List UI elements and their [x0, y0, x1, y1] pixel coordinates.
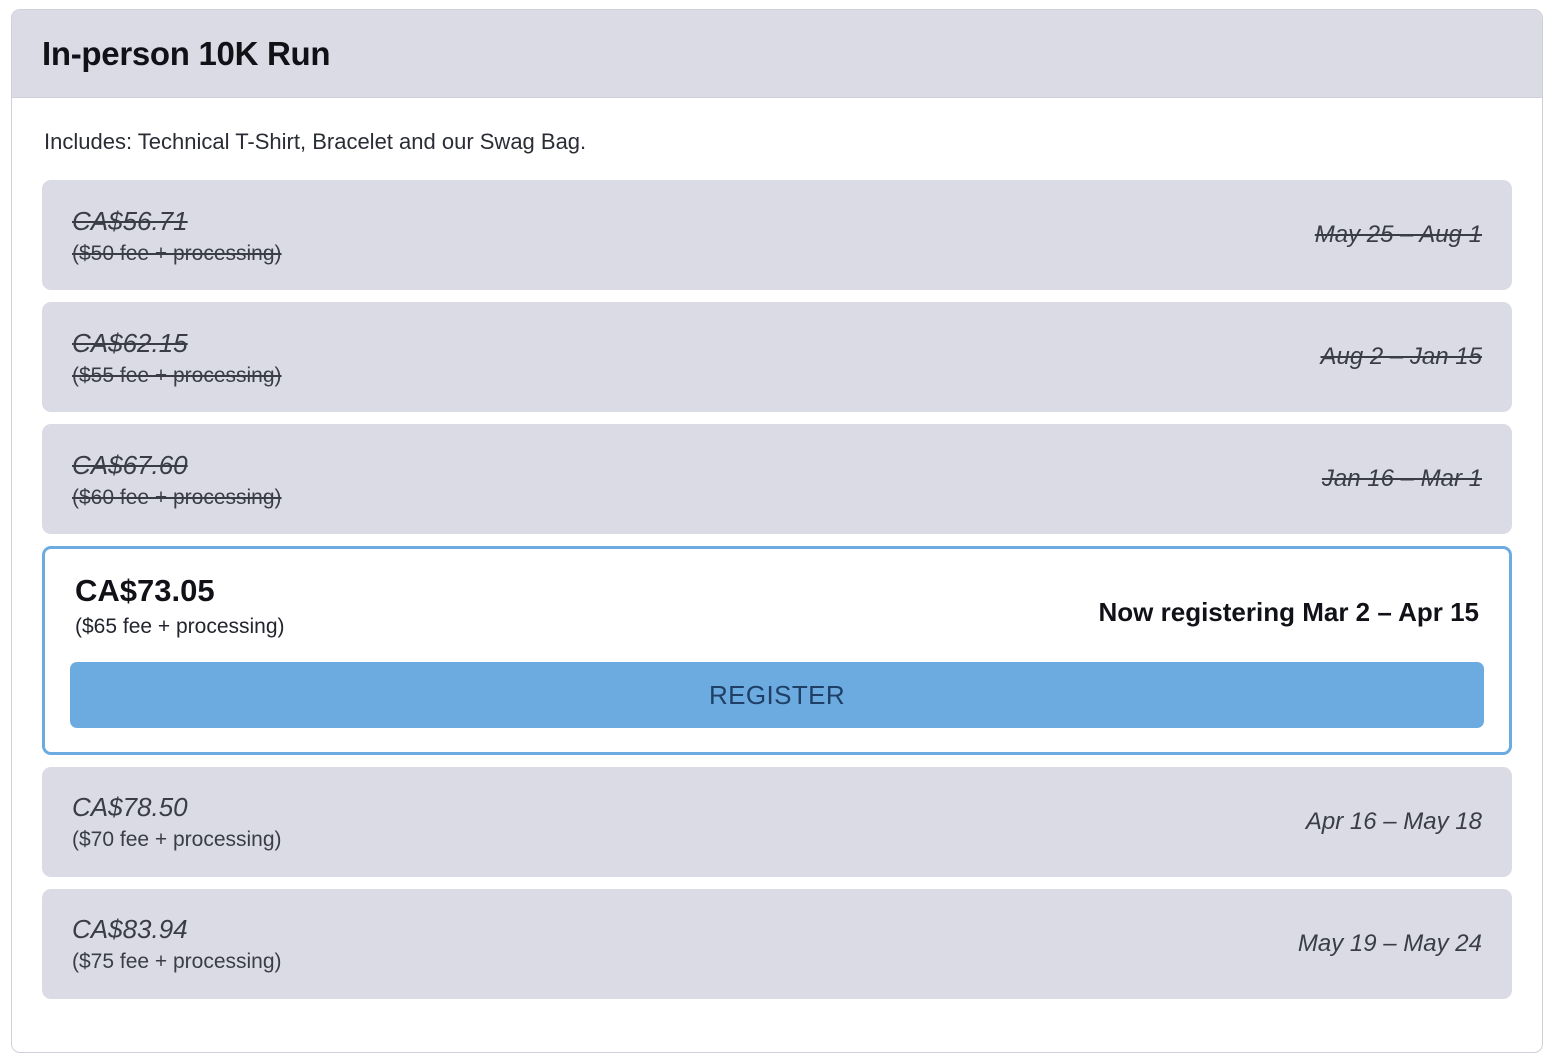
tier-pricing-group: CA$73.05 ($65 fee + processing) — [75, 571, 285, 641]
tier-date-group: May 25 – Aug 1 — [1315, 221, 1482, 249]
tier-date-group: Now registering Mar 2 – Apr 15 — [1099, 571, 1479, 628]
tier-date-group: Apr 16 – May 18 — [1306, 808, 1482, 836]
tier-date-group: Jan 16 – Mar 1 — [1322, 465, 1482, 493]
tier-price: CA$83.94 — [72, 914, 188, 945]
tier-date-range-current: Now registering Mar 2 – Apr 15 — [1098, 597, 1479, 628]
tier-date-range: May 19 – May 24 — [1297, 930, 1482, 958]
tier-date-range: Aug 2 – Jan 15 — [1320, 343, 1482, 371]
tier-price: CA$67.60 — [72, 449, 188, 480]
tier-date-group: May 19 – May 24 — [1298, 930, 1482, 958]
tier-price: CA$78.50 — [72, 792, 188, 823]
price-tier-row: CA$62.15 ($55 fee + processing) Aug 2 – … — [42, 302, 1512, 413]
page-title: In-person 10K Run — [42, 35, 331, 72]
tier-date-range: Apr 16 – May 18 — [1305, 808, 1482, 836]
tier-date-range: Jan 16 – Mar 1 — [1321, 465, 1482, 493]
tier-fee-note: ($60 fee + processing) — [72, 485, 282, 509]
tier-pricing-group: CA$56.71 ($50 fee + processing) — [72, 203, 282, 268]
card-header: In-person 10K Run — [12, 10, 1542, 98]
card-body: Includes: Technical T-Shirt, Bracelet an… — [12, 98, 1542, 1000]
tier-price: CA$56.71 — [72, 205, 188, 236]
tier-fee-note: ($55 fee + processing) — [72, 363, 282, 387]
price-tier-row: CA$56.71 ($50 fee + processing) May 25 –… — [42, 180, 1512, 291]
registration-pricing-card: In-person 10K Run Includes: Technical T-… — [11, 9, 1543, 1053]
tier-price: CA$73.05 — [75, 573, 215, 609]
tier-pricing-group: CA$78.50 ($70 fee + processing) — [72, 789, 282, 854]
price-tier-row: CA$78.50 ($70 fee + processing) Apr 16 –… — [42, 767, 1512, 878]
tier-pricing-group: CA$62.15 ($55 fee + processing) — [72, 325, 282, 390]
price-tier-row: CA$83.94 ($75 fee + processing) May 19 –… — [42, 889, 1512, 1000]
register-button[interactable]: REGISTER — [70, 662, 1484, 729]
active-tier-header: CA$73.05 ($65 fee + processing) Now regi… — [70, 571, 1484, 641]
tier-fee-note: ($70 fee + processing) — [72, 828, 282, 852]
price-tier-row-active[interactable]: CA$73.05 ($65 fee + processing) Now regi… — [42, 546, 1512, 756]
tier-price: CA$62.15 — [72, 327, 188, 358]
tier-date-group: Aug 2 – Jan 15 — [1321, 343, 1482, 371]
tier-pricing-group: CA$83.94 ($75 fee + processing) — [72, 911, 282, 976]
tier-fee-note: ($75 fee + processing) — [72, 950, 282, 974]
tier-fee-note: ($65 fee + processing) — [75, 614, 285, 638]
price-tier-row: CA$67.60 ($60 fee + processing) Jan 16 –… — [42, 424, 1512, 535]
includes-description: Includes: Technical T-Shirt, Bracelet an… — [44, 129, 587, 154]
tier-pricing-group: CA$67.60 ($60 fee + processing) — [72, 447, 282, 512]
tier-fee-note: ($50 fee + processing) — [72, 241, 282, 265]
tier-date-range: May 25 – Aug 1 — [1314, 221, 1482, 249]
